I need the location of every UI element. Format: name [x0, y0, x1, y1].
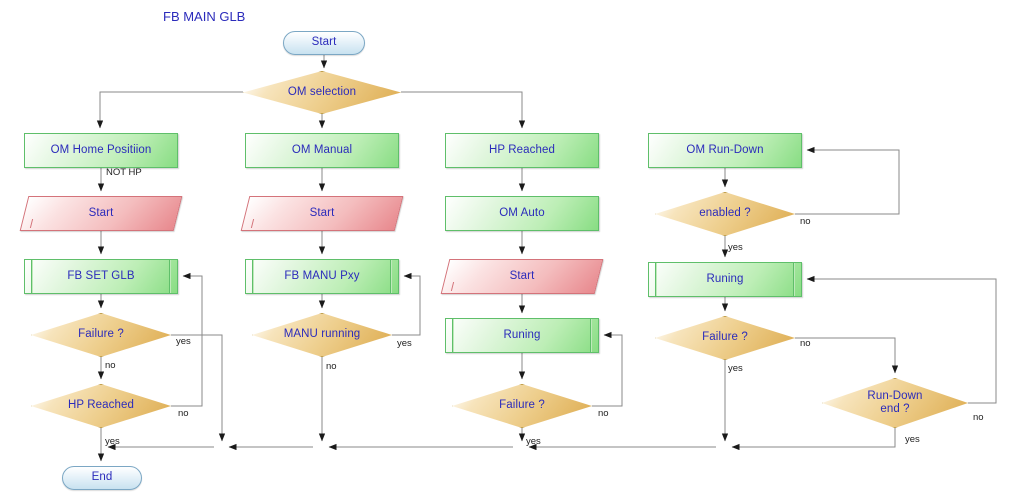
node-start-auto[interactable]: Start [440, 259, 604, 294]
node-label: OM Run-Down [686, 143, 764, 156]
node-label: Failure ? [499, 399, 545, 412]
edge-failure1-yes-to-merge [171, 334, 226, 442]
edge-enabled-no-loop [795, 146, 900, 215]
node-label: OM Manual [291, 143, 353, 156]
node-label: FB MANU Pxy [284, 269, 360, 282]
node-om-run-down[interactable]: OM Run-Down [648, 133, 802, 168]
node-label: enabled ? [699, 207, 751, 220]
edge-label-not-hp: NOT HP [106, 167, 142, 178]
node-label: Start [309, 206, 335, 219]
node-start[interactable]: Start [283, 31, 365, 55]
node-fb-manu-pxy[interactable]: FB MANU Pxy [245, 259, 399, 294]
node-fb-set-glb[interactable]: FB SET GLB [24, 259, 178, 294]
edge-label-failure3-yes: yes [728, 363, 743, 374]
node-label: HP Reached [68, 399, 134, 412]
node-label: Run-Down end ? [867, 389, 923, 415]
node-om-selection[interactable]: OM selection [243, 71, 401, 114]
node-failure-2[interactable]: Failure ? [452, 384, 592, 428]
node-hp-reached-process[interactable]: HP Reached [445, 133, 599, 168]
node-label: Failure ? [702, 331, 748, 344]
node-runing-rundown[interactable]: Runing [648, 262, 802, 297]
node-label: OM Home Positiion [50, 143, 152, 156]
node-label: Start [88, 206, 114, 219]
edge-label-failure2-yes: yes [526, 436, 541, 447]
node-om-home-position[interactable]: OM Home Positiion [24, 133, 178, 168]
node-label: MANU running [283, 328, 361, 341]
node-end[interactable]: End [62, 466, 142, 490]
node-label: Runing [706, 272, 744, 285]
node-enabled[interactable]: enabled ? [655, 192, 795, 236]
edge-om-selection-to-om-home [96, 91, 243, 129]
node-label: HP Reached [489, 143, 555, 156]
edge-label-failure2-no: no [598, 408, 609, 419]
edge-label-hp-no: no [178, 408, 189, 419]
node-runing-auto[interactable]: Runing [445, 318, 599, 353]
node-label: OM Auto [499, 206, 545, 219]
edge-label-rundown-yes: yes [905, 434, 920, 445]
node-label: Start [509, 269, 535, 282]
node-hp-reached-decision[interactable]: HP Reached [31, 384, 171, 428]
edge-label-failure1-yes: yes [176, 336, 191, 347]
node-label: FB SET GLB [67, 269, 135, 282]
node-run-down-end[interactable]: Run-Down end ? [822, 378, 968, 428]
diagram-title: FB MAIN GLB [163, 9, 246, 24]
node-manu-running[interactable]: MANU running [252, 313, 392, 357]
node-label: Start [311, 36, 337, 49]
edge-label-enabled-yes: yes [728, 242, 743, 253]
node-failure-1[interactable]: Failure ? [31, 313, 171, 357]
node-label: End [91, 471, 113, 484]
edge-label-rundown-no: no [973, 412, 984, 423]
edge-label-failure1-no: no [105, 360, 116, 371]
node-label: Failure ? [78, 328, 124, 341]
node-om-auto[interactable]: OM Auto [445, 196, 599, 231]
edge-label-hp-yes: yes [105, 436, 120, 447]
edge-om-selection-to-hp-reached [401, 91, 526, 129]
edge-label-manu-yes: yes [397, 338, 412, 349]
node-start-manual[interactable]: Start [240, 196, 404, 231]
node-failure-3[interactable]: Failure ? [655, 316, 795, 360]
edge-label-manu-no: no [326, 361, 337, 372]
node-start-home[interactable]: Start [19, 196, 183, 231]
edge-label-enabled-no: no [800, 216, 811, 227]
edge-rundown-end-yes-to-merge [731, 428, 896, 451]
node-om-manual[interactable]: OM Manual [245, 133, 399, 168]
edge-label-failure3-no: no [800, 338, 811, 349]
node-label: Runing [503, 328, 541, 341]
node-label: OM selection [287, 85, 357, 98]
